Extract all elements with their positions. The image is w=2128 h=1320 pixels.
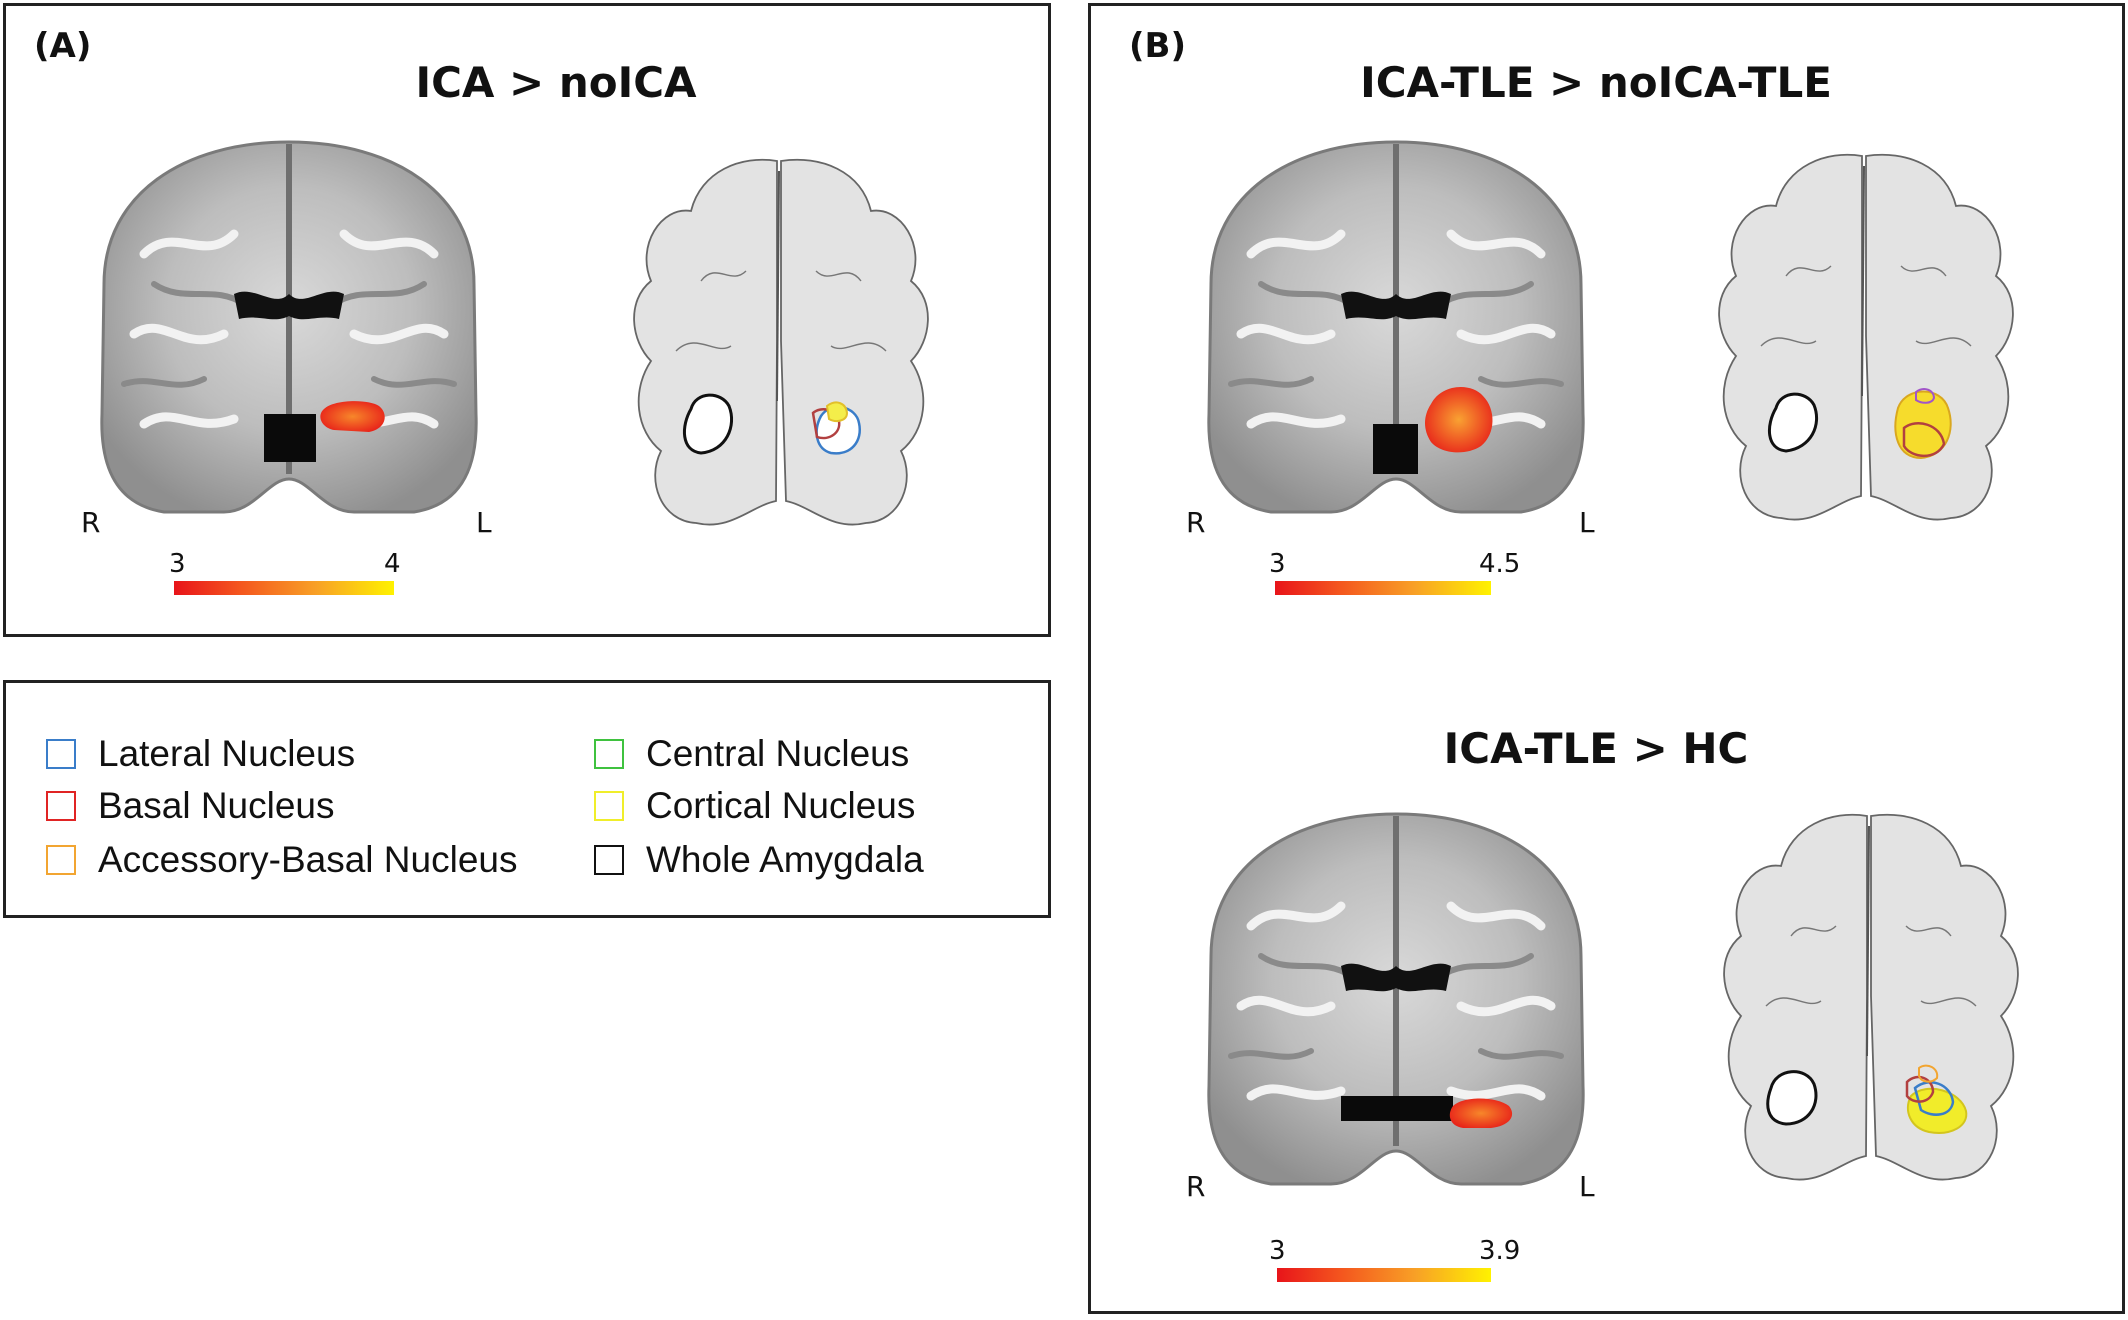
brainstem-dark-region xyxy=(264,414,316,462)
brainstem-dark-region xyxy=(1373,424,1418,474)
colorbar-min: 3 xyxy=(1269,1236,1286,1266)
legend-item-accessory-basal: Accessory-Basal Nucleus xyxy=(46,839,517,881)
legend-label: Lateral Nucleus xyxy=(98,733,356,774)
colorbar-max: 3.9 xyxy=(1479,1236,1521,1266)
colorbar xyxy=(1275,581,1491,595)
colorbar xyxy=(1277,1268,1491,1282)
panel-title-bottom: ICA-TLE > HC xyxy=(1443,724,1749,773)
whole-amygdala-outline xyxy=(1767,392,1819,453)
legend: Lateral Nucleus Basal Nucleus Accessory-… xyxy=(3,680,1051,918)
legend-swatch xyxy=(594,739,624,769)
colorbar-max: 4 xyxy=(384,549,401,579)
accessory-basal-nucleus-outline xyxy=(1918,1064,1939,1083)
right-hemisphere-label: R xyxy=(81,506,101,539)
atlas-coronal-outline-top xyxy=(1718,153,2014,521)
legend-swatch xyxy=(594,845,624,875)
atlas-coronal-outline xyxy=(633,158,929,526)
mri-coronal-slice xyxy=(84,134,494,524)
activation-cluster xyxy=(1425,386,1493,453)
legend-swatch xyxy=(46,739,76,769)
legend-label: Central Nucleus xyxy=(646,733,910,774)
legend-swatch xyxy=(594,791,624,821)
right-hemisphere-label: R xyxy=(1186,506,1206,539)
panel-a: (A) ICA > noICA R L 3 4 xyxy=(3,3,1051,637)
right-hemisphere-label: R xyxy=(1186,1170,1206,1203)
legend-label: Cortical Nucleus xyxy=(646,785,916,826)
colorbar-min: 3 xyxy=(1269,549,1286,579)
legend-item-cortical: Cortical Nucleus xyxy=(594,785,915,827)
legend-item-lateral: Lateral Nucleus xyxy=(46,733,355,775)
atlas-coronal-outline-bottom xyxy=(1723,813,2019,1181)
panel-title-top: ICA-TLE > noICA-TLE xyxy=(1360,58,1832,107)
basal-nucleus-outline xyxy=(1902,422,1946,458)
left-hemisphere-label: L xyxy=(476,506,492,539)
mri-coronal-slice-bottom xyxy=(1191,806,1601,1196)
activation-cluster xyxy=(1449,1098,1513,1128)
mri-coronal-slice-top xyxy=(1191,134,1601,524)
panel-label: (B) xyxy=(1129,26,1186,66)
legend-item-central: Central Nucleus xyxy=(594,733,909,775)
panel-label: (A) xyxy=(34,26,92,66)
basal-nucleus-outline xyxy=(1905,1075,1935,1103)
brainstem-dark-region xyxy=(1341,1096,1453,1121)
activation-cluster xyxy=(320,401,385,432)
cortical-nucleus-outline xyxy=(825,401,849,422)
legend-item-whole-amygdala: Whole Amygdala xyxy=(594,839,924,881)
panel-title: ICA > noICA xyxy=(415,58,697,107)
left-hemisphere-label: L xyxy=(1579,506,1595,539)
central-nucleus-outline xyxy=(1915,388,1936,404)
legend-swatch xyxy=(46,845,76,875)
legend-label: Accessory-Basal Nucleus xyxy=(98,839,518,880)
whole-amygdala-outline xyxy=(1766,1070,1818,1126)
colorbar xyxy=(174,581,394,595)
colorbar-min: 3 xyxy=(169,549,186,579)
panel-b: (B) ICA-TLE > noICA-TLE R L 3 4.5 ICA-TL… xyxy=(1088,3,2125,1314)
whole-amygdala-outline xyxy=(682,393,734,455)
colorbar-max: 4.5 xyxy=(1479,549,1521,579)
legend-swatch xyxy=(46,791,76,821)
left-hemisphere-label: L xyxy=(1579,1170,1595,1203)
legend-label: Whole Amygdala xyxy=(646,839,924,880)
legend-label: Basal Nucleus xyxy=(98,785,335,826)
legend-item-basal: Basal Nucleus xyxy=(46,785,335,827)
